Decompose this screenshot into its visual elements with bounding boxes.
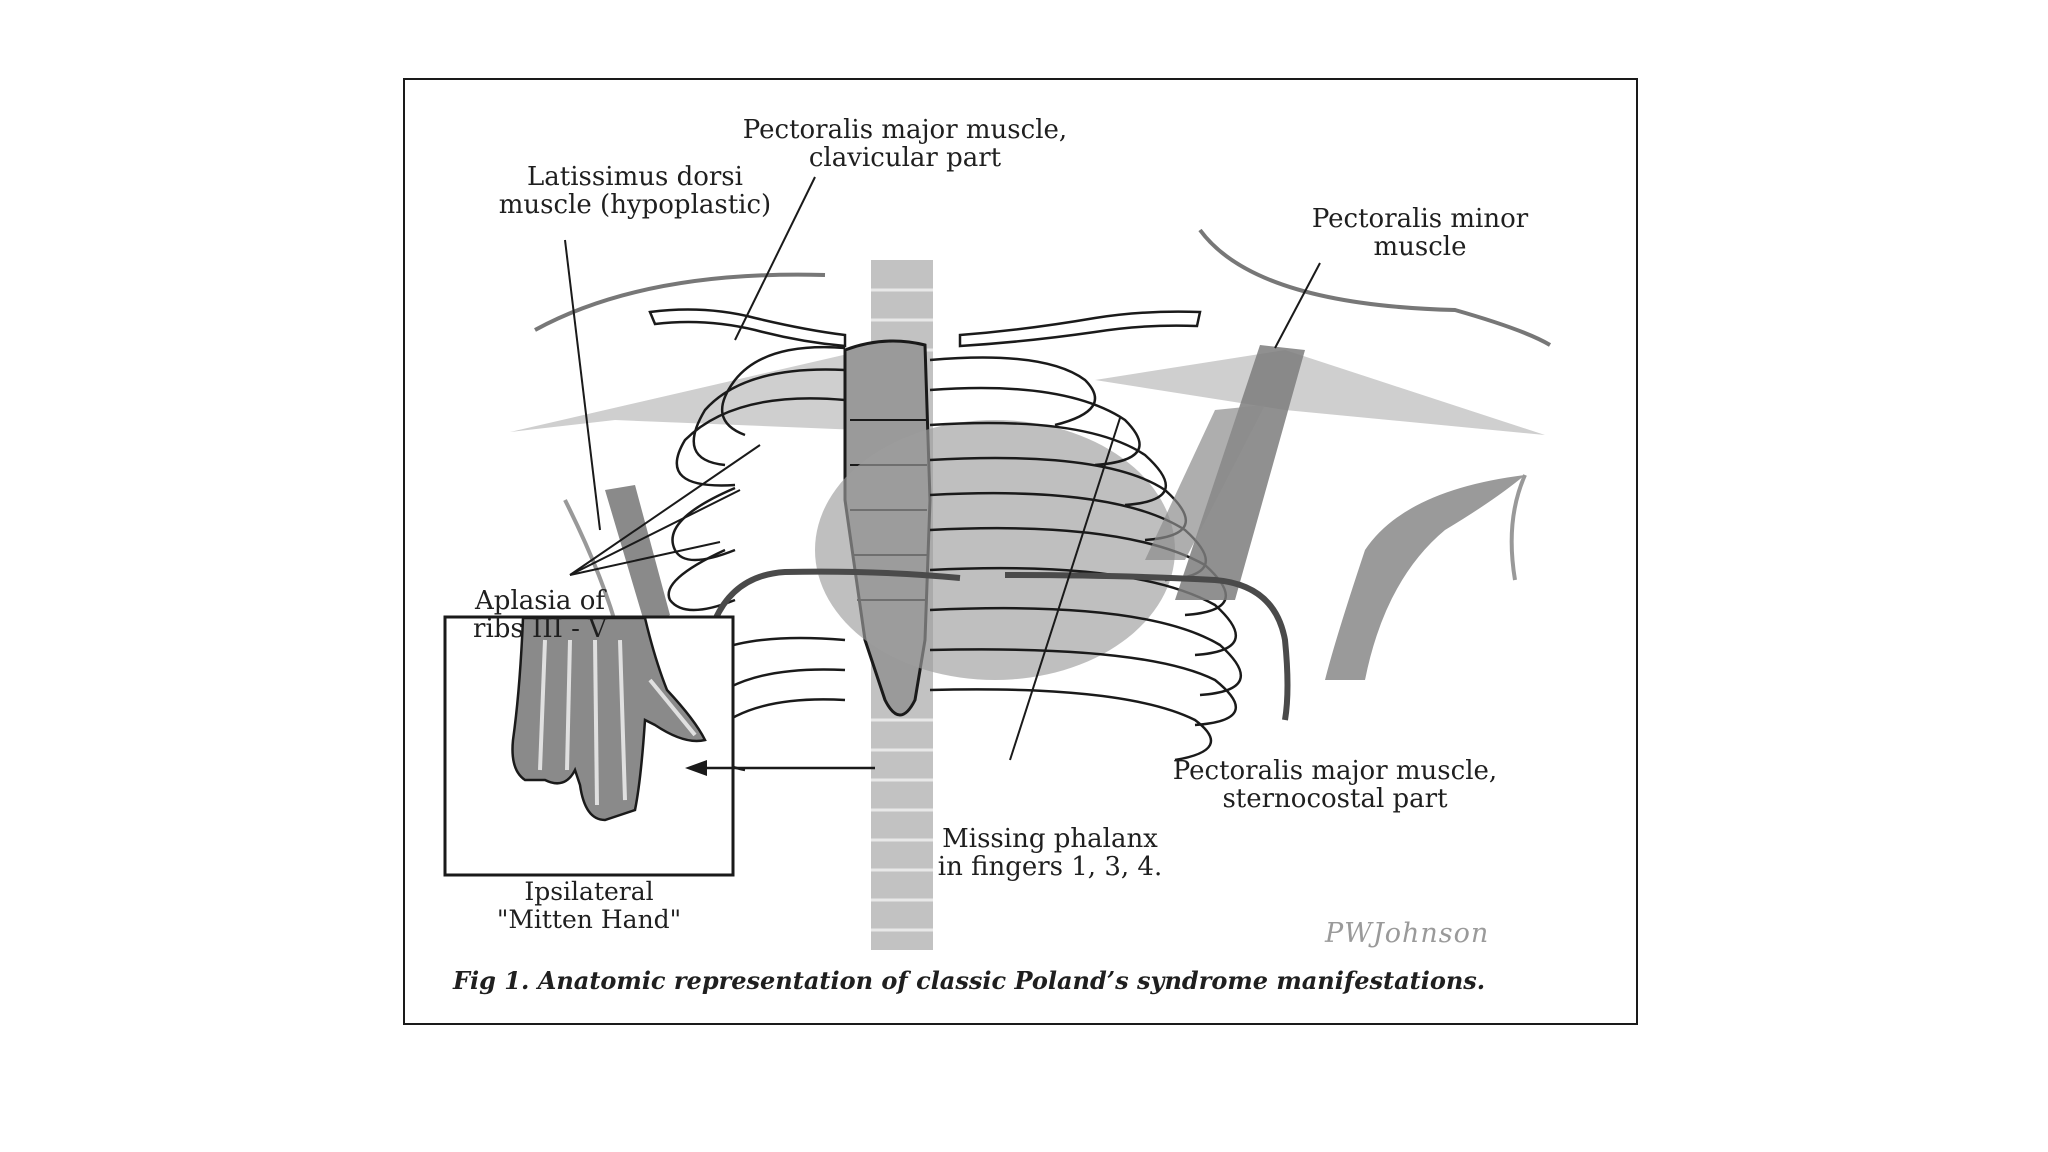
- label-pectoralis-major-sternocostal: Pectoralis major muscle, sternocostal pa…: [1172, 756, 1498, 814]
- mitten-hand-drawing: [511, 616, 707, 822]
- left-shoulder-outline: [534, 272, 826, 332]
- right-costal-margin: [1004, 572, 1291, 721]
- figure-frame: Pectoralis major muscle, clavicular part…: [403, 78, 1638, 1025]
- left-clavicle: [648, 308, 847, 348]
- label-aplasia-ribs: Aplasia of ribs III - V: [473, 586, 607, 644]
- right-shoulder-outline: [1198, 228, 1552, 347]
- heart-shadow: [815, 420, 1175, 680]
- right-clavicle: [958, 310, 1202, 348]
- anatomy-illustration: [443, 176, 1552, 950]
- right-latissimus-muscle: [1325, 475, 1525, 680]
- label-missing-phalanx: Missing phalanx in fingers 1, 3, 4.: [937, 824, 1163, 882]
- right-pectoralis-major-shade: [1095, 350, 1545, 435]
- label-mitten-hand: Ipsilateral "Mitten Hand": [496, 877, 682, 934]
- label-pectoralis-minor: Pectoralis minor muscle: [1311, 204, 1529, 262]
- leader-lines: [564, 176, 1321, 761]
- left-pectoralis-major-shade: [510, 350, 865, 432]
- latissimus-dorsi-muscle: [605, 485, 670, 625]
- pectoralis-minor-muscle: [1175, 345, 1305, 600]
- label-pectoralis-major-clavicular: Pectoralis major muscle, clavicular part: [742, 115, 1068, 173]
- label-latissimus-dorsi: Latissimus dorsi muscle (hypoplastic): [498, 162, 772, 220]
- hand-arrow: [685, 760, 875, 776]
- artist-signature: PWJohnson: [1325, 918, 1490, 949]
- figure-caption: Fig 1. Anatomic representation of classi…: [453, 966, 1486, 995]
